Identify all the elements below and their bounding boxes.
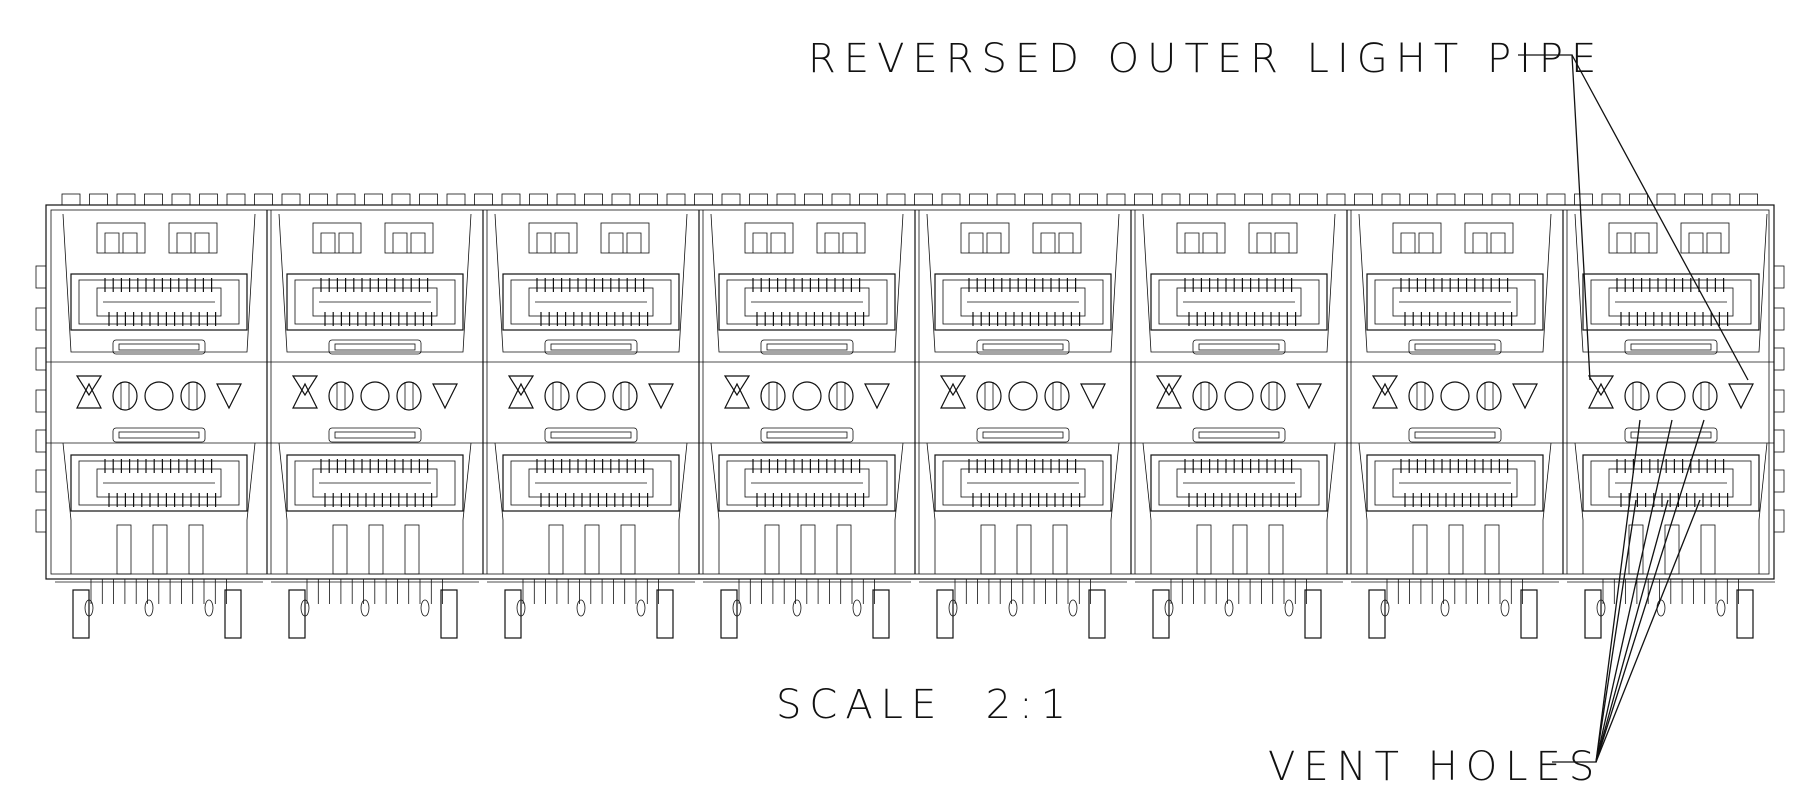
port-cells [55, 210, 1775, 639]
top-spring-fingers [61, 193, 1758, 206]
port-cell [55, 213, 263, 639]
light-pipe-leader-lines [1518, 54, 1749, 381]
port-cell [482, 210, 695, 639]
scale-label: SCALE 2:1 [776, 682, 1074, 728]
vent-holes-leader-lines [1552, 419, 1705, 763]
port-cell [266, 210, 479, 639]
vent-holes-label: VENT HOLES [1268, 744, 1602, 790]
port-cell [914, 210, 1127, 639]
port-cell [1562, 210, 1775, 639]
port-cell [1346, 210, 1559, 639]
cage-outer-frame [45, 204, 1775, 580]
side-tabs [35, 265, 1785, 533]
port-cell [698, 210, 911, 639]
reversed-outer-light-pipe-label: REVERSED OUTER LIGHT PIPE [808, 36, 1604, 82]
port-cell [1130, 210, 1343, 639]
